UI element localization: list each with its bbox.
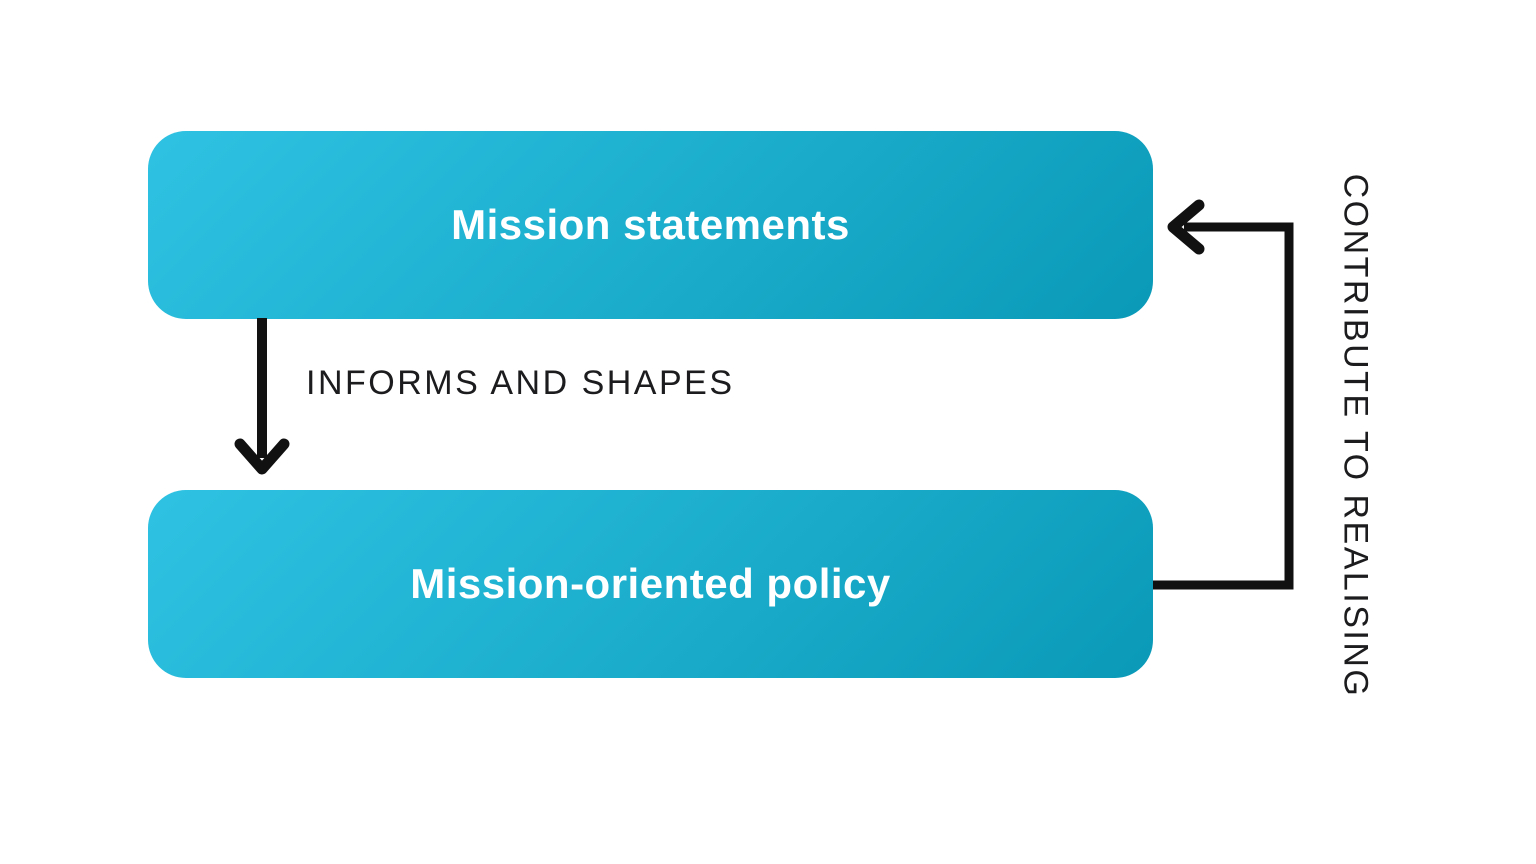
- left-arrowhead-icon: [1167, 199, 1205, 255]
- contribute-arrow: [1153, 199, 1294, 590]
- mission-oriented-policy-box: Mission-oriented policy: [148, 490, 1153, 678]
- mission-statements-box: Mission statements: [148, 131, 1153, 319]
- contribute-to-realising-label: CONTRIBUTE TO REALISING: [1336, 173, 1375, 699]
- informs-arrow: [234, 318, 290, 475]
- down-arrowhead-icon: [234, 438, 290, 475]
- contribute-arrow-line: [1153, 222, 1294, 590]
- mission-statements-label: Mission statements: [451, 201, 850, 248]
- informs-and-shapes-label: INFORMS AND SHAPES: [306, 364, 735, 402]
- mission-oriented-policy-label: Mission-oriented policy: [410, 560, 891, 607]
